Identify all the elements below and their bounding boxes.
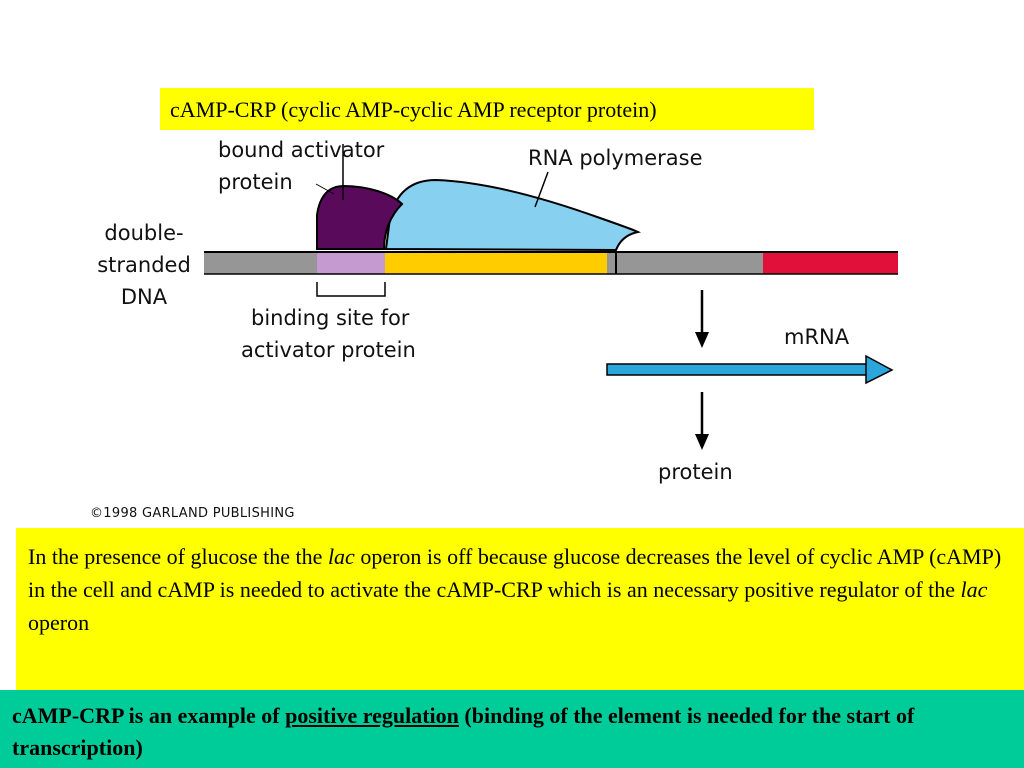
lac-term-2: lac — [960, 577, 988, 602]
dna-label-2: stranded — [97, 253, 191, 277]
dna-label-1: double- — [104, 221, 183, 245]
activator-leader-tick — [315, 183, 335, 195]
rna-polymerase-label: RNA polymerase — [528, 146, 703, 170]
mrna-label: mRNA — [784, 325, 850, 349]
activator-protein-shape — [316, 184, 404, 250]
dna-segment-red — [763, 252, 898, 274]
dna-strand — [204, 251, 898, 275]
mrna-arrow-head — [865, 354, 894, 385]
polymerase-leader-line — [534, 171, 549, 208]
binding-site-bracket — [316, 282, 386, 297]
explanation-text-2: operon is off because glucose decreases … — [28, 544, 1002, 602]
dna-segment-left — [204, 252, 317, 274]
lac-term-1: lac — [327, 544, 355, 569]
explanation-text-1: In the presence of glucose the the — [28, 544, 328, 569]
mrna-arrow-body — [606, 363, 870, 376]
gene-segment — [385, 252, 607, 274]
transcription-arrow-head — [695, 332, 709, 348]
operon-diagram: bound activator protein RNA polymerase d… — [90, 138, 898, 521]
bound-activator-label-1: bound activator — [218, 138, 385, 162]
positive-regulation-term: positive regulation — [285, 703, 459, 728]
summary-text-2: (binding of the element is needed for th… — [12, 703, 915, 760]
bound-activator-label-2: protein — [218, 170, 293, 194]
mrna-arrow — [606, 354, 894, 385]
explanation-box: In the presence of glucose the the lac o… — [16, 528, 1024, 690]
rna-polymerase-shape — [384, 178, 642, 252]
binding-site-segment — [317, 252, 385, 274]
dna-label-3: DNA — [121, 285, 168, 309]
title-text: cAMP-CRP (cyclic AMP-cyclic AMP receptor… — [170, 97, 657, 122]
protein-label: protein — [658, 460, 733, 484]
translation-arrow-head — [695, 434, 709, 450]
title-box: cAMP-CRP (cyclic AMP-cyclic AMP receptor… — [160, 88, 814, 130]
explanation-text-3: operon — [28, 610, 90, 635]
binding-site-label-2: activator protein — [241, 338, 416, 362]
dna-segment-middle — [607, 252, 763, 274]
binding-site-label-1: binding site for — [251, 306, 410, 330]
summary-box: cAMP-CRP is an example of positive regul… — [0, 690, 1024, 768]
summary-text-1: cAMP-CRP is an example of — [12, 703, 286, 728]
copyright-text: ©1998 GARLAND PUBLISHING — [90, 506, 295, 521]
